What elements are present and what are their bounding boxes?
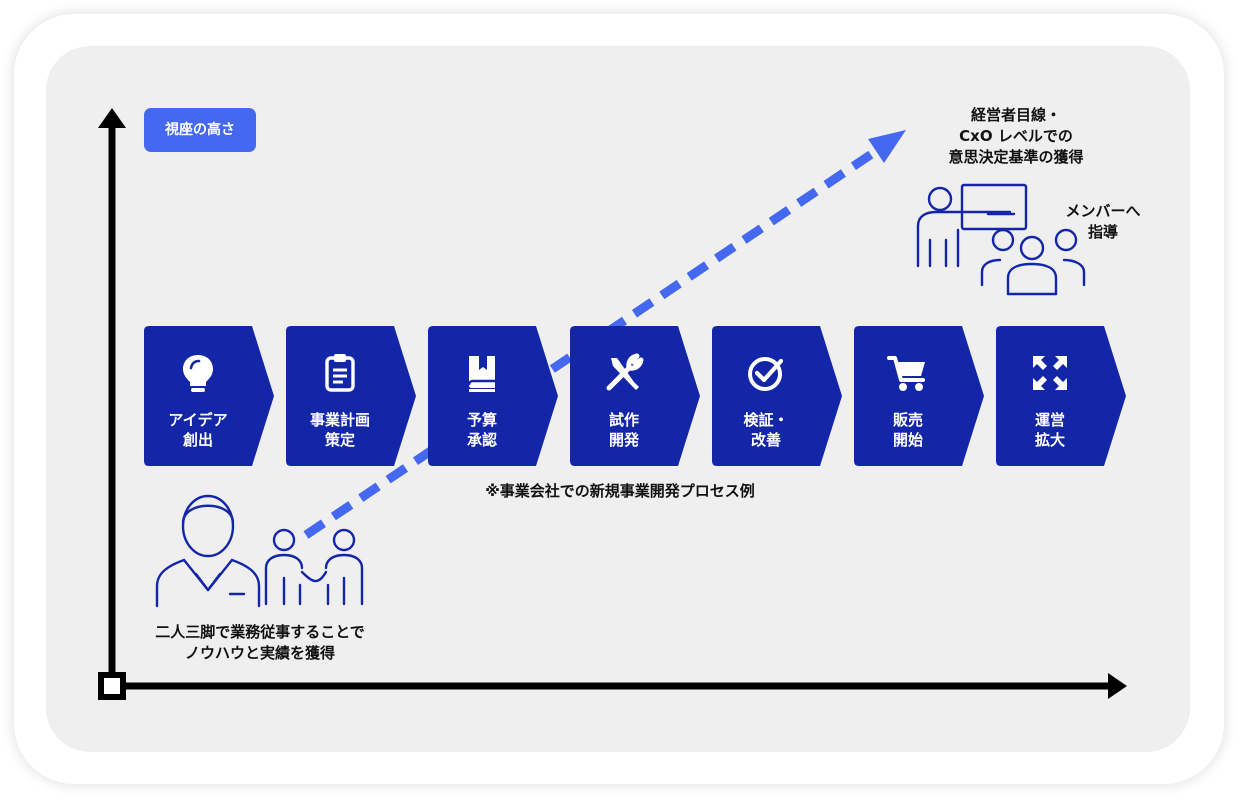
- top-goal-line3: 意思決定基準の獲得: [948, 148, 1084, 166]
- step-label: 予算承認: [428, 410, 536, 450]
- step-label: 検証・改善: [712, 410, 820, 450]
- step-label-line2: 創出: [182, 431, 213, 449]
- top-goal-line1: 経営者目線・: [970, 106, 1061, 124]
- people-partnership-icon: [155, 494, 364, 608]
- step-chevron: [286, 326, 416, 466]
- bottom-note-line2: ノウハウと実績を獲得: [184, 644, 335, 662]
- process-steps: [144, 326, 1126, 466]
- step-chevron: [144, 326, 274, 466]
- bottom-note-line1: 二人三脚で業務従事することで: [155, 623, 365, 641]
- step-label: 販売開始: [854, 410, 962, 450]
- process-note: ※事業会社での新規事業開発プロセス例: [485, 482, 755, 500]
- step-chevron: [996, 326, 1126, 466]
- step-label-line1: 事業計画: [309, 411, 370, 429]
- step-label: 事業計画策定: [286, 410, 394, 450]
- step-label-line1: 運営: [1034, 411, 1065, 429]
- book-icon: [457, 348, 507, 398]
- step-label-line1: 検証・: [743, 411, 789, 429]
- step-chevron: [570, 326, 700, 466]
- top-goal-line2: CxO レベルでの: [959, 127, 1073, 145]
- step-label-line2: 承認: [466, 431, 497, 449]
- mentoring-icon: [916, 183, 1086, 296]
- step-chevron: [854, 326, 984, 466]
- step-label: 運営拡大: [996, 410, 1104, 450]
- step-chevron: [712, 326, 842, 466]
- bottom-note: 二人三脚で業務従事することで ノウハウと実績を獲得: [130, 622, 390, 664]
- shopping-cart-icon: [883, 348, 933, 398]
- top-goal-text: 経営者目線・ CxO レベルでの 意思決定基準の獲得: [916, 105, 1116, 168]
- lightbulb-icon: [173, 348, 223, 398]
- axis-origin: [98, 672, 126, 700]
- step-chevron: [428, 326, 558, 466]
- y-axis: [98, 108, 126, 690]
- step-label: アイデア創出: [144, 410, 252, 450]
- expand-arrows-icon: [1025, 348, 1075, 398]
- step-label-line2: 拡大: [1034, 431, 1065, 449]
- step-label-line1: 販売: [892, 411, 923, 429]
- step-label-line2: 策定: [324, 431, 355, 449]
- step-label: 試作開発: [570, 410, 678, 450]
- step-label-line1: 予算: [466, 411, 497, 429]
- clipboard-icon: [315, 348, 365, 398]
- step-label-line2: 開発: [608, 431, 639, 449]
- mentor-note-line2: 指導: [1087, 223, 1118, 241]
- step-label-line2: 改善: [750, 431, 781, 449]
- check-circle-icon: [741, 348, 791, 398]
- wrench-screwdriver-icon: [599, 348, 649, 398]
- step-label-line1: 試作: [608, 411, 639, 429]
- x-axis: [112, 673, 1127, 699]
- mentor-note: メンバーへ 指導: [1050, 201, 1156, 243]
- step-label-line1: アイデア: [168, 411, 228, 429]
- mentor-note-line1: メンバーへ: [1065, 202, 1141, 220]
- step-label-line2: 開始: [892, 431, 923, 449]
- y-axis-label: 視座の高さ: [144, 108, 256, 152]
